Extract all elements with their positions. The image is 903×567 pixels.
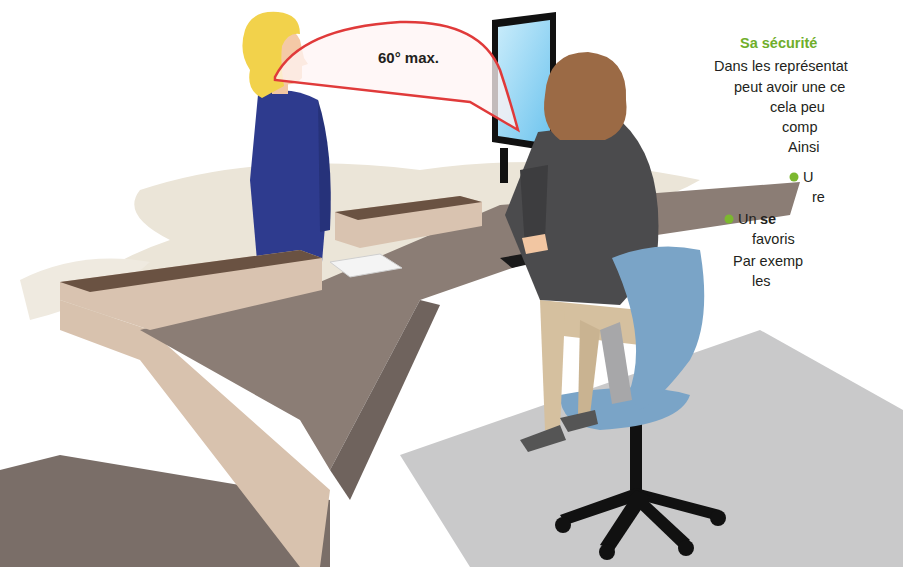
section-heading: Sa sécurité xyxy=(740,34,817,52)
desk-ledge xyxy=(335,196,482,248)
body-text-line: re xyxy=(812,188,825,206)
body-text-line: peut avoir une ce xyxy=(734,78,845,96)
bullet-dot xyxy=(790,173,799,182)
body-text-line: favoris xyxy=(752,230,795,248)
chair-base xyxy=(555,420,726,560)
viewing-angle-arc xyxy=(275,22,518,130)
paper-sheet xyxy=(330,254,402,277)
bullet-dot xyxy=(725,215,734,224)
desk-ledge-top xyxy=(60,250,322,292)
bullet-text: Un xyxy=(738,210,757,228)
bullet-text: U xyxy=(803,168,813,186)
chair-arm xyxy=(600,322,632,404)
desk-ledge xyxy=(60,250,322,330)
desk-edge xyxy=(330,300,440,500)
body-text-line: comp xyxy=(782,118,817,136)
body-text-line: les xyxy=(752,272,771,290)
monitor-stand xyxy=(500,148,508,183)
body-text-line: Par exemp xyxy=(733,252,803,270)
desk-ledge-top xyxy=(335,196,482,220)
monitor-screen xyxy=(498,20,550,144)
bold-term: se xyxy=(760,210,776,228)
angle-label: 60° max. xyxy=(378,49,439,67)
body-text-line: cela peu xyxy=(770,98,825,116)
desk-surface xyxy=(140,182,800,470)
body-text-line: Ainsi xyxy=(788,138,819,156)
body-text-line: Dans les représentat xyxy=(714,57,848,75)
